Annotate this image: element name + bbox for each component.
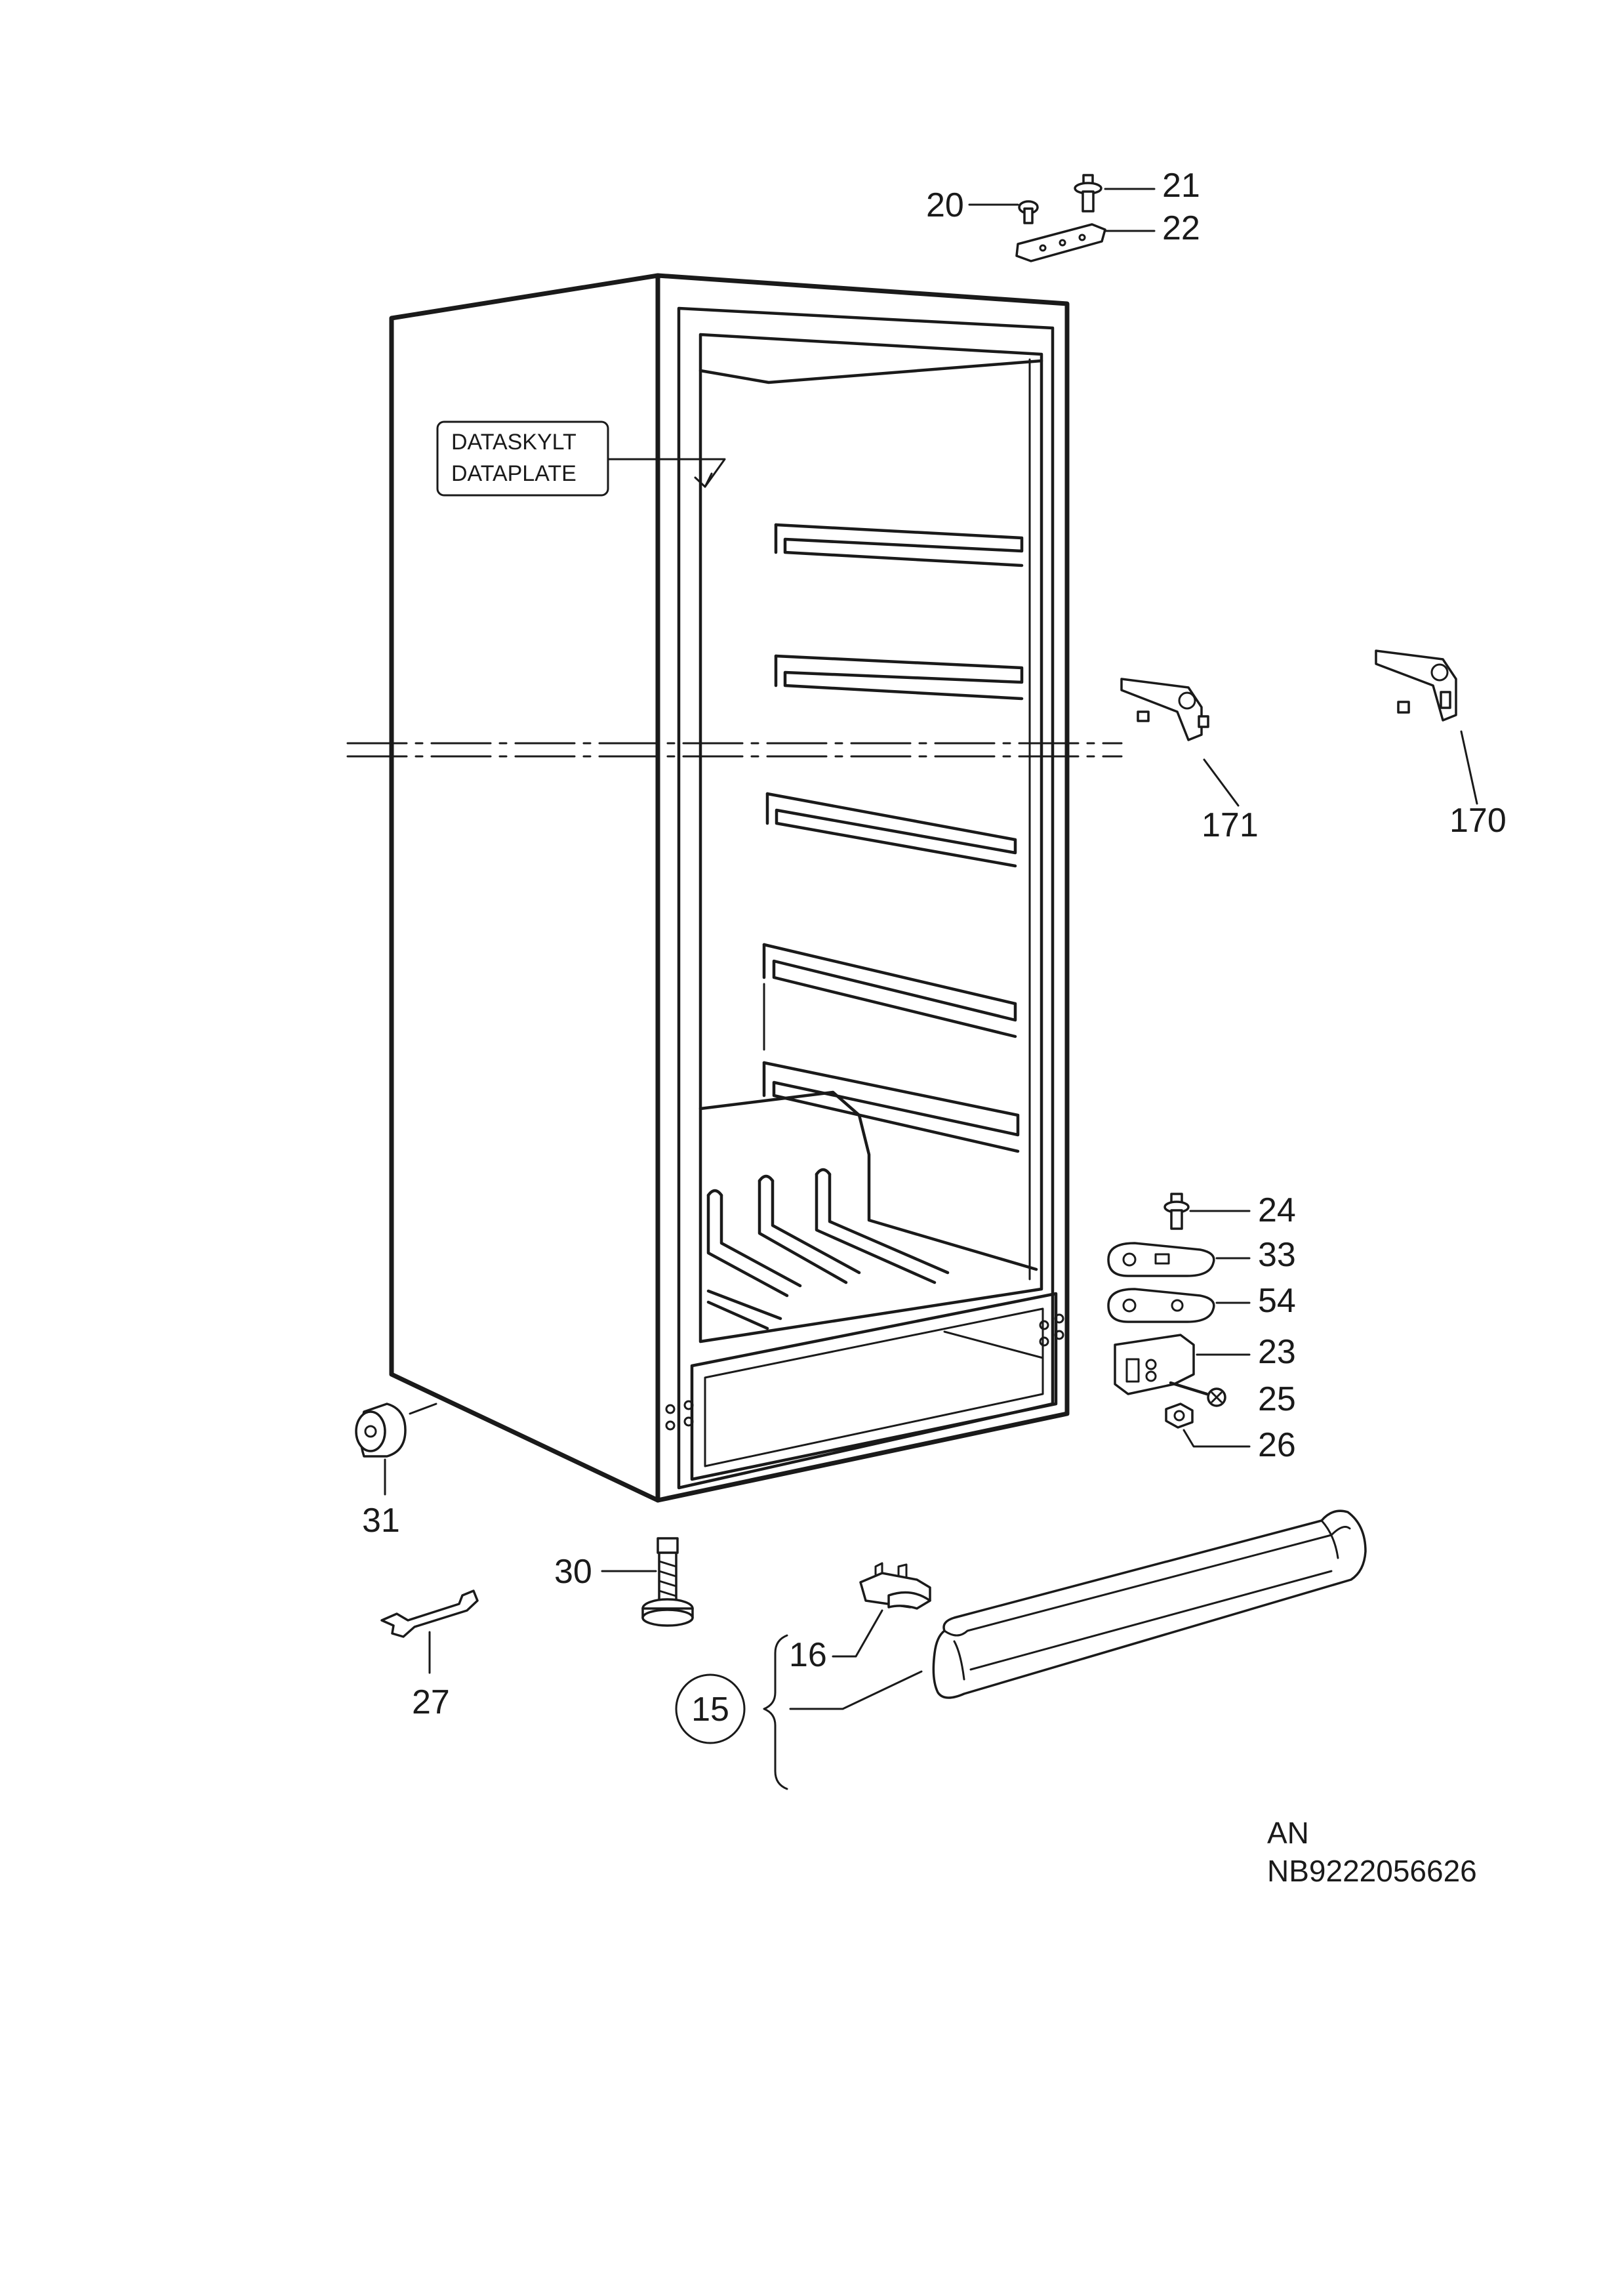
evaporator-coil [706,1168,950,1330]
part-15-kit: 15 [675,1634,923,1790]
part-20-screw: 20 [926,186,1039,224]
label-31: 31 [362,1502,400,1540]
hinge-holes [665,1313,1064,1431]
label-15: 15 [691,1691,729,1729]
label-22: 22 [1162,209,1200,247]
reference-line1: AN [1267,1816,1309,1850]
part-22-hinge-bracket: 22 [1015,209,1200,262]
nameplate: DATASKYLT DATAPLATE [436,420,726,497]
part-31-foot: 31 [355,1403,437,1540]
part-33-washer: 33 [1107,1236,1296,1277]
label-171: 171 [1202,806,1259,844]
label-24: 24 [1258,1191,1296,1229]
part-27-wrench: 27 [380,1589,479,1721]
nameplate-line2: DATAPLATE [451,461,576,486]
kickplate [932,1509,1367,1699]
label-23: 23 [1258,1333,1296,1371]
part-30-adjustable-foot: 30 [554,1537,694,1627]
cabinet [346,273,1123,1503]
label-54: 54 [1258,1282,1296,1320]
part-171-bracket: 171 [1120,678,1259,844]
label-21: 21 [1162,167,1200,205]
label-33: 33 [1258,1236,1296,1274]
part-21-hinge-pin: 21 [1074,167,1200,213]
part-26-nut: 26 [1165,1403,1296,1464]
label-16: 16 [789,1636,827,1674]
label-27: 27 [412,1683,450,1721]
label-30: 30 [554,1553,592,1591]
part-16-clip: 16 [789,1562,931,1674]
part-170-bracket: 170 [1375,649,1507,840]
part-25-screw: 25 [1169,1380,1296,1418]
label-20: 20 [926,186,964,224]
nameplate-line1: DATASKYLT [451,430,576,455]
label-170: 170 [1449,802,1507,840]
shelf-rails [762,523,1024,1153]
part-24-hinge-pin: 24 [1163,1191,1296,1230]
part-23-hinge-bracket: 23 [1114,1333,1296,1395]
drawing-reference: AN NB9222056626 [1267,1816,1477,1888]
label-25: 25 [1258,1380,1296,1418]
label-26: 26 [1258,1426,1296,1464]
reference-line2: NB9222056626 [1267,1854,1477,1888]
part-54-washer: 54 [1107,1282,1296,1323]
